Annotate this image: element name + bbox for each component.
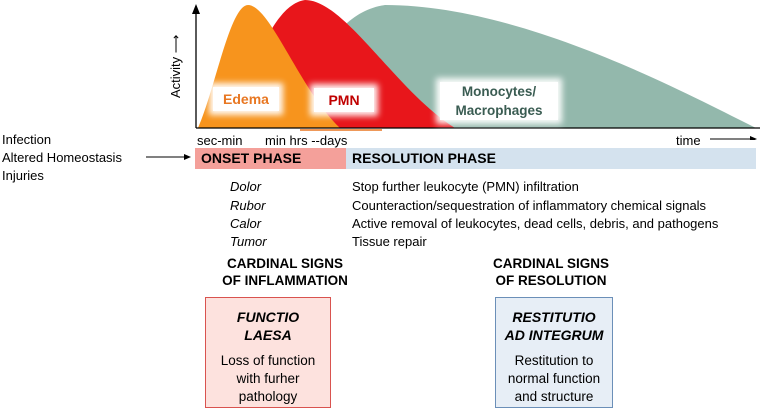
functio-laesa-title-2: LAESA <box>244 327 292 343</box>
tick-sec-min: sec-min <box>197 133 243 148</box>
onset-sign-tumor: Tumor <box>230 234 267 249</box>
trigger-arrow <box>146 154 191 160</box>
y-axis-arrow <box>192 4 200 14</box>
trigger-infection: Infection <box>2 132 52 147</box>
functio-laesa-box: FUNCTIO LAESA Loss of function with furh… <box>205 297 331 408</box>
up-arrow-icon: ⟶ <box>168 34 183 54</box>
onset-phase-bar: ONSET PHASE <box>195 148 346 169</box>
functio-laesa-desc-1: Loss of function <box>220 353 316 368</box>
functio-laesa-title-1: FUNCTIO <box>236 309 300 325</box>
resolution-phase-bar: RESOLUTION PHASE <box>346 148 756 169</box>
resolution-sign-1: Stop further leukocyte (PMN) infiltratio… <box>352 179 579 194</box>
resolution-heading: CARDINAL SIGNS OF RESOLUTION <box>451 255 651 289</box>
onset-sign-calor: Calor <box>230 216 262 231</box>
restitutio-desc-3: and structure <box>514 389 594 404</box>
pmn-label: PMN <box>314 88 374 112</box>
resolution-sign-3: Active removal of leukocytes, dead cells… <box>352 216 719 231</box>
resolution-heading-line2: OF RESOLUTION <box>495 273 607 288</box>
functio-laesa-desc-2: with furher <box>236 371 300 386</box>
inflammation-heading-line2: OF INFLAMMATION <box>222 273 348 288</box>
onset-sign-dolor: Dolor <box>230 179 262 194</box>
trigger-altered-homeostasis: Altered Homeostasis <box>2 150 122 165</box>
monocytes-label: Monocytes/ Macrophages <box>440 82 558 120</box>
tick-min-hrs-days: min hrs --days <box>265 133 348 148</box>
restitutio-box: RESTITUTIO AD INTEGRUM Restitution to no… <box>495 297 613 408</box>
restitutio-title-2: AD INTEGRUM <box>504 327 604 343</box>
activity-curves <box>192 0 760 140</box>
time-arrow-head <box>750 136 757 140</box>
edema-label: Edema <box>213 87 279 111</box>
x-axis-label: time <box>676 133 701 148</box>
y-axis-label-text: Activity <box>168 56 183 98</box>
resolution-sign-4: Tissue repair <box>352 234 427 249</box>
onset-sign-rubor: Rubor <box>230 198 266 213</box>
restitutio-title-1: RESTITUTIO <box>512 309 596 325</box>
resolution-heading-line1: CARDINAL SIGNS <box>492 256 609 271</box>
functio-laesa-desc-3: pathology <box>238 389 298 404</box>
y-axis-label: Activity ⟶ <box>168 34 184 98</box>
restitutio-desc-1: Restitution to <box>514 353 594 368</box>
inflammation-heading: CARDINAL SIGNS OF INFLAMMATION <box>185 255 385 289</box>
restitutio-desc-2: normal function <box>507 371 601 386</box>
inflammation-heading-line1: CARDINAL SIGNS <box>226 256 343 271</box>
trigger-injuries: Injuries <box>2 168 44 183</box>
resolution-sign-2: Counteraction/sequestration of inflammat… <box>352 198 707 213</box>
